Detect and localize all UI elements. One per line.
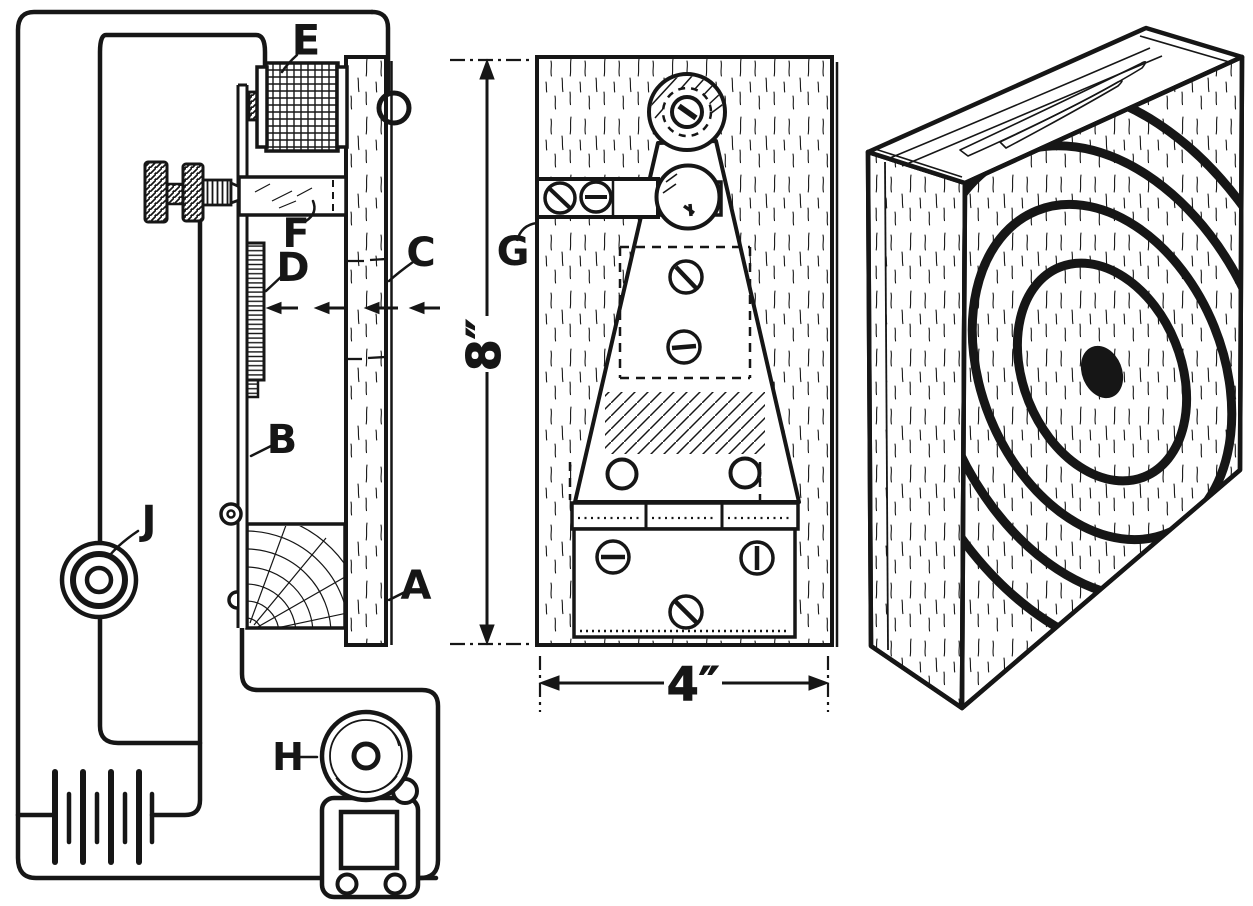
contact-arm xyxy=(535,163,723,231)
dimension-width: 4″ xyxy=(538,656,830,712)
bell-loop-wire xyxy=(239,625,441,881)
part-label-coil: E xyxy=(292,16,321,65)
outer-loop-wire-right xyxy=(369,9,391,96)
bell-base-window xyxy=(338,809,400,871)
binding-post xyxy=(59,540,139,620)
part-label-bell: H xyxy=(272,735,304,779)
dim-height-label: 8″ xyxy=(457,319,511,372)
screw-eye xyxy=(376,90,412,126)
contact-ball xyxy=(654,163,722,231)
part-label-bracket: F xyxy=(282,211,309,257)
block-left-face xyxy=(865,149,968,711)
outer-loop-wire xyxy=(15,9,439,881)
part-label-armature: B xyxy=(267,417,298,463)
part-label-contact-arm: G xyxy=(497,229,530,275)
hinge xyxy=(570,501,800,639)
part-label-contact-strip: D xyxy=(276,245,309,291)
circuit-side-view: E F C D B J A H xyxy=(15,9,441,900)
strip-eyelets xyxy=(219,502,243,610)
bell-foot-left xyxy=(335,872,359,896)
adjusting-thumbscrew xyxy=(143,160,244,224)
electric-bell xyxy=(319,709,421,900)
dimension-height: 8″ xyxy=(450,58,533,646)
slide-cut-marks xyxy=(347,257,387,361)
upright-board xyxy=(344,55,393,647)
bell-hub xyxy=(351,741,381,771)
label-leaders xyxy=(108,53,415,759)
target-front-view: G 8″ 4″ xyxy=(450,55,839,712)
part-label-slide: C xyxy=(406,230,435,276)
contact-strip xyxy=(245,241,266,399)
motion-arrows xyxy=(265,301,440,315)
circuit-wires xyxy=(15,9,441,881)
battery-symbol xyxy=(52,769,155,865)
contact-post-wire xyxy=(149,219,203,818)
bracket-bar xyxy=(237,175,348,217)
bullseye xyxy=(1080,345,1124,399)
bell-foot-right xyxy=(383,872,407,896)
label-leader-g xyxy=(515,221,538,242)
electromagnet-coil xyxy=(247,61,349,153)
pivot-disc xyxy=(647,72,727,152)
dim-width-label: 4″ xyxy=(667,657,720,711)
arm-shading xyxy=(605,392,765,454)
target-block-3d xyxy=(865,25,1245,711)
arm-screws xyxy=(605,259,762,491)
wood-block xyxy=(245,522,347,630)
coil-feed-wire xyxy=(97,32,268,746)
part-label-board: A xyxy=(401,563,432,609)
part-label-binding-post: J xyxy=(139,498,157,544)
